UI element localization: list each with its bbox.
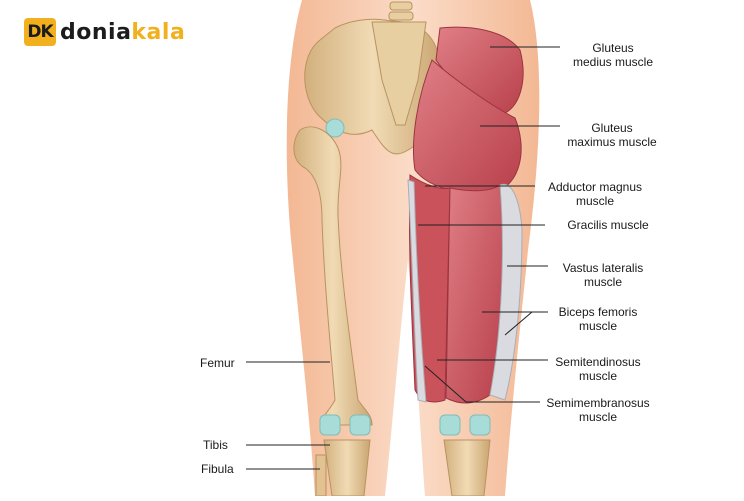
vastus-lateralis-shape <box>489 183 523 401</box>
leader-lines <box>246 46 560 470</box>
label-femur: Femur <box>200 356 235 370</box>
hip-joint-cartilage <box>325 118 345 138</box>
knee-cartilage <box>439 414 461 436</box>
brand-logo[interactable]: DK doniakala <box>24 18 185 46</box>
spine-vertebra <box>388 11 414 21</box>
tibia-bone <box>443 439 491 497</box>
spine-vertebra <box>389 1 413 11</box>
knee-cartilage <box>319 414 341 436</box>
label-semimembranosus: Semimembranosus muscle <box>546 396 650 424</box>
sacrum-bone <box>371 21 427 126</box>
brand-name: doniakala <box>60 19 186 45</box>
label-adductor-magnus: Adductor magnus muscle <box>547 180 643 208</box>
fibula-bone <box>315 454 327 497</box>
label-semitendinosus: Semitendinosus muscle <box>555 355 641 383</box>
femur-bone <box>293 126 373 426</box>
label-gluteus-medius: Gluteus medius muscle <box>572 41 654 69</box>
label-fibula: Fibula <box>201 462 234 476</box>
knee-cartilage <box>469 414 491 436</box>
gracilis-shape <box>407 179 427 403</box>
label-gluteus-maximus: Gluteus maximus muscle <box>567 121 657 149</box>
label-gracilis: Gracilis muscle <box>567 218 649 232</box>
label-vastus-lateralis: Vastus lateralis muscle <box>562 261 644 289</box>
brand-mark-icon: DK <box>24 18 56 46</box>
knee-cartilage <box>349 414 371 436</box>
label-tibis: Tibis <box>203 438 228 452</box>
label-biceps-femoris: Biceps femoris muscle <box>558 305 638 333</box>
tibia-bone <box>323 439 371 497</box>
